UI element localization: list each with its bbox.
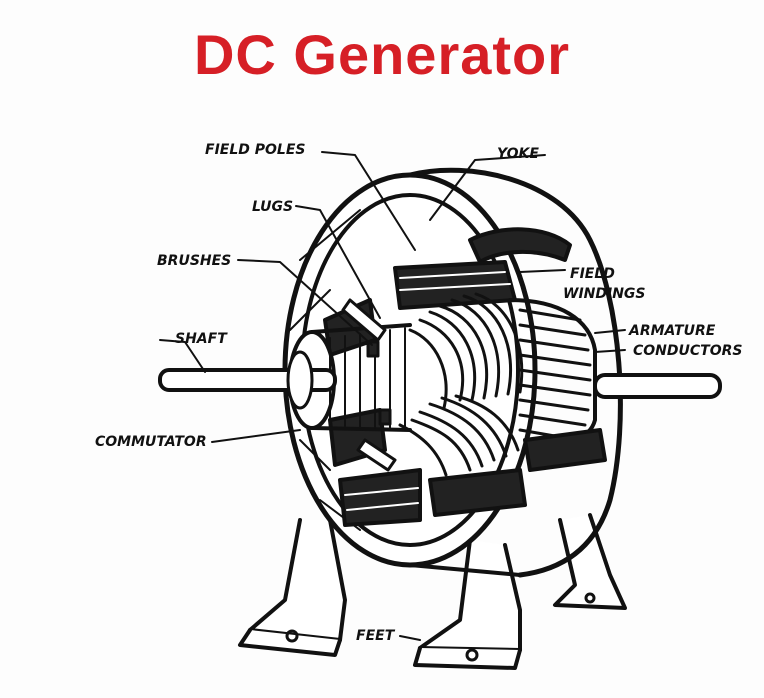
leader-lines bbox=[159, 151, 626, 641]
label-commutator: COMMUTATOR bbox=[95, 434, 207, 450]
brushes-drawing bbox=[341, 298, 397, 472]
label-brushes: BRUSHES bbox=[157, 253, 232, 269]
label-field-poles: FIELD POLES bbox=[205, 142, 306, 158]
label-yoke: YOKE bbox=[497, 146, 539, 162]
page-title: DC Generator bbox=[193, 23, 571, 86]
label-armature: ARMATURE bbox=[629, 323, 716, 339]
field-pole-bottom-drawing bbox=[338, 428, 607, 527]
shaft-drawing bbox=[158, 350, 722, 410]
label-conductors: CONDUCTORS bbox=[633, 343, 743, 359]
label-feet: FEET bbox=[356, 628, 395, 644]
label-shaft: SHAFT bbox=[175, 331, 227, 347]
label-lugs: LUGS bbox=[252, 199, 294, 215]
label-windings: WINDINGS bbox=[563, 286, 646, 302]
label-field: FIELD bbox=[570, 266, 615, 282]
feet-drawing bbox=[238, 513, 627, 670]
